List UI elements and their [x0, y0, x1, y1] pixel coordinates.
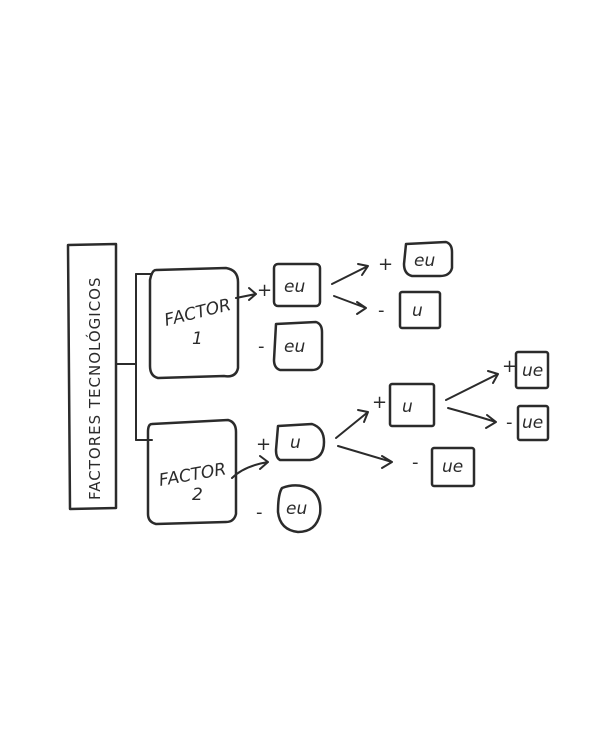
factor-2-minus-box-text: eu — [286, 499, 307, 519]
factor-2-branch-minus-sign: - — [412, 452, 419, 473]
factor-2-sub-branch-plus-sign: + — [502, 356, 517, 377]
factor-1-branch-down-arrow — [333, 295, 367, 315]
factor-1-arrow — [235, 287, 257, 301]
factor-2-branch-minus-box — [430, 446, 476, 488]
factor-2-sub-branch-plus-box-text: ue — [522, 361, 543, 381]
factor-2-outline — [146, 418, 238, 526]
factor-2-sub-branch-up-arrow — [445, 370, 499, 401]
factor-2-branch-down-arrow — [337, 445, 393, 469]
factor-1-minus-box — [272, 320, 324, 372]
factor-2-arrow — [231, 455, 269, 479]
factor-2-branch-plus-box — [388, 382, 436, 428]
factor-1-number: 1 — [192, 329, 203, 349]
factor-2-branch-minus-box-text: ue — [442, 457, 463, 477]
factor-1-branch-up-arrow — [331, 263, 369, 285]
factor-2-sub-branch-minus-box — [516, 404, 550, 442]
factor-1-branch-minus-sign: - — [378, 300, 385, 321]
factor-1-label: FACTOR — [162, 295, 233, 331]
main-bracket — [115, 273, 153, 441]
factor-1-outline — [148, 266, 240, 380]
factor-1-branch-plus-sign: + — [378, 254, 393, 275]
factor-1-branch-plus-box — [402, 240, 454, 278]
factor-2-sub-branch-minus-box-text: ue — [522, 413, 543, 433]
title-box-outline — [66, 242, 118, 511]
factor-2-sub-branch-plus-box — [514, 350, 550, 390]
factor-1-branch-plus-box-text: eu — [414, 251, 435, 271]
factor-1-box: FACTOR 1 — [148, 266, 240, 380]
factor-2-sub-branch-down-arrow — [447, 407, 497, 429]
factor-2-sub-branch-minus-sign: - — [506, 412, 513, 433]
factor-1-branch-minus-box — [398, 290, 442, 330]
factor-1-minus-box-text: eu — [284, 337, 305, 357]
factor-2-branch-up-arrow — [335, 409, 369, 439]
factor-2-plus-sign: + — [256, 434, 271, 455]
factor-2-number: 2 — [192, 485, 203, 505]
factor-1-branch-minus-box-text: u — [412, 301, 423, 321]
factor-1-minus-sign: - — [258, 336, 265, 357]
factor-2-box: FACTOR 2 — [146, 418, 238, 526]
factor-2-minus-sign: - — [256, 502, 263, 523]
factor-1-plus-box-text: eu — [284, 277, 305, 297]
factor-2-plus-box-text: u — [290, 433, 301, 453]
factor-2-branch-plus-sign: + — [372, 392, 387, 413]
factor-1-plus-sign: + — [257, 280, 272, 301]
factor-1-plus-box — [272, 262, 322, 308]
factor-2-plus-box — [274, 422, 326, 462]
factor-2-minus-box — [276, 484, 322, 534]
title-text: FACTORES TECNOLÓGICOS — [85, 277, 104, 501]
title-box: FACTORES TECNOLÓGICOS — [66, 242, 118, 511]
factor-2-branch-plus-box-text: u — [402, 397, 413, 417]
